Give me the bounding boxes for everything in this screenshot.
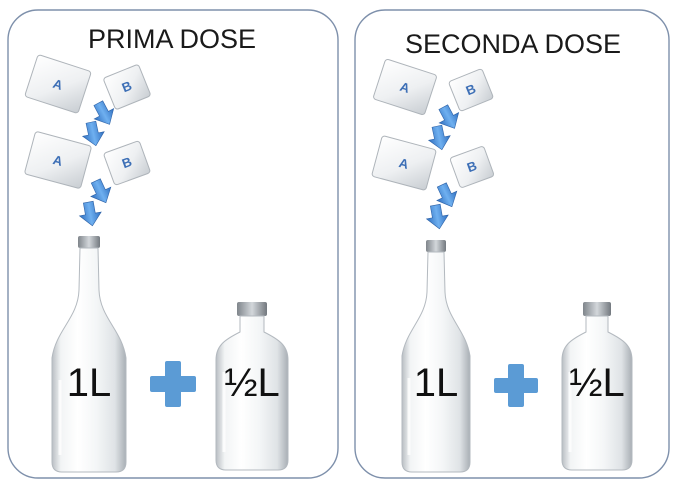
small-bottle-label: ½L bbox=[569, 361, 625, 405]
arrow-down-icon bbox=[78, 200, 102, 227]
sachet-b-icon: B bbox=[448, 68, 494, 112]
svg-text:A: A bbox=[397, 155, 411, 172]
sachet-b-icon: B bbox=[103, 140, 151, 186]
sachet-a-icon: A bbox=[24, 54, 92, 114]
panel-seconda-dose: SECONDA DOSE A B A B bbox=[354, 9, 670, 479]
large-bottle-icon: 1L bbox=[401, 240, 471, 473]
arrow-down-icon bbox=[427, 124, 451, 151]
arrow-down-icon bbox=[425, 203, 449, 230]
plus-icon bbox=[150, 361, 196, 407]
large-bottle-label: 1L bbox=[67, 361, 112, 405]
panel-prima-dose: PRIMA DOSE A B A B bbox=[7, 9, 339, 479]
large-bottle-label: 1L bbox=[414, 361, 459, 405]
svg-text:A: A bbox=[51, 152, 65, 169]
arrow-down-icon bbox=[81, 120, 105, 147]
large-bottle-icon: 1L bbox=[51, 236, 127, 473]
panel-title: PRIMA DOSE bbox=[88, 24, 256, 54]
small-bottle-label: ½L bbox=[224, 361, 280, 405]
panel-title: SECONDA DOSE bbox=[405, 29, 621, 59]
sachet-b-icon: B bbox=[103, 64, 151, 110]
arrow-down-icon bbox=[93, 100, 115, 125]
sachet-a-icon: A bbox=[371, 135, 437, 191]
arrow-down-icon bbox=[436, 182, 458, 208]
small-bottle-icon: ½L bbox=[561, 302, 633, 471]
arrow-down-icon bbox=[438, 104, 460, 129]
plus-icon bbox=[494, 364, 538, 407]
sachet-a-icon: A bbox=[373, 58, 437, 116]
arrow-down-icon bbox=[90, 178, 112, 204]
sachet-b-icon: B bbox=[449, 146, 495, 188]
small-bottle-icon: ½L bbox=[215, 302, 289, 471]
sachet-a-icon: A bbox=[24, 131, 92, 189]
